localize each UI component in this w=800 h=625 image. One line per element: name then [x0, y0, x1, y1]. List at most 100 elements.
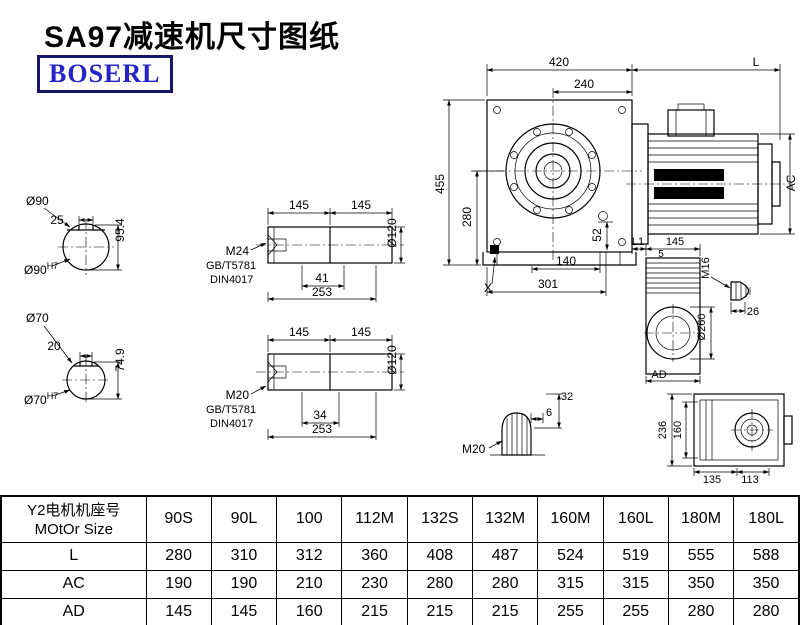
end70-fit-label: Ø70H7 — [24, 391, 58, 407]
mount-marker — [490, 245, 499, 254]
motor-size-cell: 180M — [667, 495, 735, 543]
motor-size-cell: 132M — [471, 495, 539, 543]
shaft1-dim41-label: 41 — [315, 271, 329, 285]
value-cell: 145 — [145, 597, 212, 625]
motor-size-cell: 180L — [733, 495, 800, 543]
row-label-cell: AD — [0, 597, 147, 625]
motor-size-cell: 160M — [537, 495, 604, 543]
shaft2-dim34-label: 34 — [313, 408, 327, 422]
table-row-AC: AC 190 190 210 230 280 280 315 315 350 3… — [0, 569, 800, 599]
value-cell: 280 — [471, 569, 539, 599]
shaft1-dim145a-label: 145 — [289, 198, 309, 212]
shaft-end-view-70: 20 74.9 Ø70 Ø70H7 — [24, 311, 127, 407]
value-cell: 408 — [406, 541, 473, 571]
end90-key-height-label: 95.4 — [113, 218, 127, 242]
dim-52-label: 52 — [590, 228, 604, 242]
page-title: SA97减速机尺寸图纸 — [44, 21, 341, 54]
shaft1-standard1-label: GB/T5781 — [206, 260, 256, 272]
value-cell: 588 — [733, 541, 800, 571]
table-row-AD: AD 145 145 160 215 215 215 255 255 280 2… — [0, 597, 800, 625]
value-cell: 280 — [733, 597, 800, 625]
rear-dim135-label: 135 — [703, 474, 721, 486]
shaft1-standard2-label: DIN4017 — [210, 274, 253, 286]
shaft2-standard2-label: DIN4017 — [210, 418, 253, 430]
rear-view: 236 160 135 113 — [657, 393, 793, 486]
dim-140-label: 140 — [556, 254, 576, 268]
row-label-cell: L — [0, 541, 147, 571]
value-cell: 487 — [471, 541, 539, 571]
motor-fins — [648, 140, 758, 226]
value-cell: 280 — [667, 597, 735, 625]
row-label-cell: AC — [0, 569, 147, 599]
motor-size-cell: 112M — [341, 495, 408, 543]
flange-bolt-holes — [510, 128, 596, 214]
value-cell: 215 — [406, 597, 473, 625]
value-cell: 310 — [210, 541, 278, 571]
table-header-row: Y2电机机座号 MOtOr Size 90S 90L 100 112M 132S… — [0, 495, 800, 543]
shaft1-diameter-label: Ø120 — [385, 218, 399, 248]
side-dim-L1-label: L1 — [632, 236, 644, 248]
motor-size-cell: 100 — [276, 495, 343, 543]
motor-size-cell: 90S — [145, 495, 212, 543]
end90-key-width-label: 25 — [50, 213, 64, 227]
value-cell: 255 — [537, 597, 604, 625]
value-cell: 210 — [276, 569, 343, 599]
value-cell: 160 — [276, 597, 343, 625]
shaft-view-m20: 145 145 Ø120 M20 GB/T5781 DIN4017 34 253 — [206, 325, 405, 440]
shaft-view-m24: 145 145 Ø120 M24 GB/T5781 DIN4017 41 253 — [206, 198, 405, 302]
side-dim-260-label: Ø260 — [696, 314, 708, 341]
motor-size-header-en: MOtOr Size — [34, 521, 113, 539]
rear-dim160-label: 160 — [672, 421, 684, 439]
shaft1-dim253-label: 253 — [312, 285, 332, 299]
dim-455-label: 455 — [433, 174, 447, 194]
value-cell: 145 — [210, 597, 278, 625]
side-fins — [646, 262, 700, 294]
value-cell: 524 — [537, 541, 604, 571]
terminal-box — [667, 109, 715, 137]
motor-size-cell: 160L — [602, 495, 669, 543]
end70-key-height-label: 74.9 — [113, 348, 127, 372]
motor — [626, 103, 792, 245]
shaft2-diameter-label: Ø120 — [385, 345, 399, 375]
motor-size-cell: 90L — [210, 495, 278, 543]
side-dim-26-label: 26 — [747, 306, 759, 318]
shaft2-thread-label: M20 — [226, 388, 250, 402]
end70-diameter-label: Ø70 — [26, 311, 49, 325]
keyway-dim6-label: 6 — [546, 407, 552, 419]
shaft-end-bullet — [730, 281, 750, 301]
main-view: 420 L 240 455 280 52 AC — [433, 55, 798, 296]
shaft1-thread-label: M24 — [226, 244, 250, 258]
value-cell: 280 — [406, 569, 473, 599]
value-cell: 215 — [471, 597, 539, 625]
keyway-thread-label: M20 — [462, 442, 486, 456]
shaft2-dim145a-label: 145 — [289, 325, 309, 339]
dim-420-label: 420 — [549, 55, 569, 69]
rear-dim236-label: 236 — [657, 421, 669, 439]
end90-fit-base: Ø90 — [24, 263, 47, 277]
dimension-table: Y2电机机座号 MOtOr Size 90S 90L 100 112M 132S… — [0, 495, 800, 625]
value-cell: 315 — [537, 569, 604, 599]
value-cell: 315 — [602, 569, 669, 599]
value-cell: 555 — [667, 541, 735, 571]
motor-size-header-cell: Y2电机机座号 MOtOr Size — [0, 495, 147, 543]
value-cell: 215 — [341, 597, 408, 625]
motor-size-cell: 132S — [406, 495, 473, 543]
shaft1-dim145b-label: 145 — [351, 198, 371, 212]
label-X: X — [484, 281, 492, 295]
value-cell: 350 — [667, 569, 735, 599]
end90-diameter-label: Ø90 — [26, 194, 49, 208]
shaft2-dim145b-label: 145 — [351, 325, 371, 339]
side-thread-label: M16 — [700, 257, 712, 278]
dim-AC-label: AC — [784, 174, 798, 191]
dim-301-label: 301 — [538, 277, 558, 291]
side-dim-145-label: 145 — [666, 236, 684, 248]
value-cell: 519 — [602, 541, 669, 571]
shaft2-standard1-label: GB/T5781 — [206, 404, 256, 416]
end90-fit-label: Ø90H7 — [24, 261, 58, 277]
end70-key-width-label: 20 — [47, 339, 61, 353]
keyway-detail: M20 6 32 — [462, 391, 573, 456]
shaft-end-view-90: 25 95.4 Ø90 Ø90H7 — [24, 194, 127, 277]
dim-240-label: 240 — [574, 77, 594, 91]
value-cell: 190 — [210, 569, 278, 599]
